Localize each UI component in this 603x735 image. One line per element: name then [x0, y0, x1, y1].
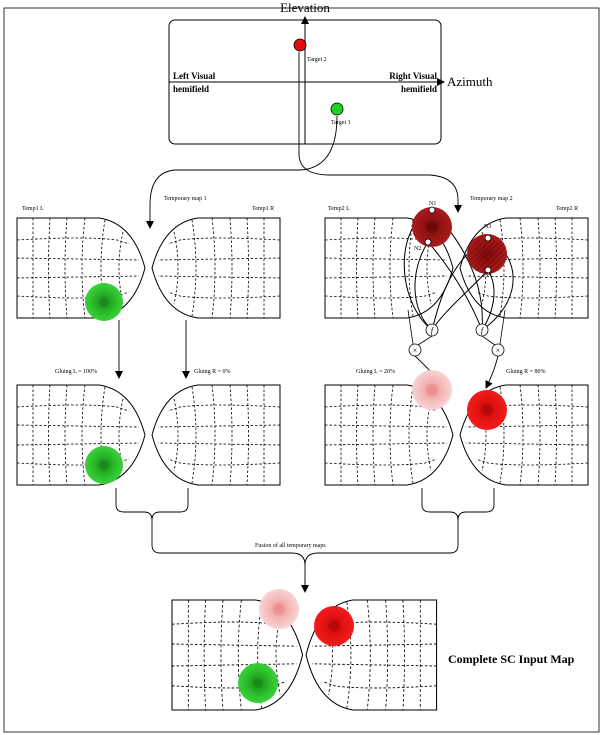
fusion-label: Fusion of all temporary maps — [255, 542, 326, 549]
glued2-pale-center — [426, 384, 438, 396]
right-hemifield-label-2: hemifield — [401, 84, 437, 94]
multiply-node-left-label: × — [413, 346, 418, 355]
temp1-left-map — [17, 218, 145, 318]
f-to-mult-right — [482, 336, 495, 345]
node-n1-label: N1 — [429, 201, 436, 207]
final-red-center — [328, 620, 340, 632]
target1-label: Target 1 — [331, 120, 351, 126]
fusion-brace — [116, 488, 494, 588]
temp2-dark-center-1 — [426, 221, 438, 233]
temp2-gluing-right: Gluing R = 80% — [506, 369, 546, 375]
multiply-node-right-label: × — [496, 346, 501, 355]
temp1-right-map — [152, 218, 280, 318]
temp1-gluing-right: Gluing R = 0% — [194, 369, 231, 375]
temp2-gluing-left: Gluing L = 20% — [356, 369, 395, 375]
left-hemifield-label-2: hemifield — [173, 84, 209, 94]
glued-map-1 — [17, 385, 280, 485]
glued1-right-map — [152, 385, 280, 485]
node-n4-label: N4 — [484, 272, 491, 278]
target1-dot — [331, 103, 343, 115]
glued1-green-center — [99, 460, 109, 470]
final-pale-center — [273, 603, 285, 615]
temp1-title: Temporary map 1 — [164, 196, 207, 202]
temporary-map-2: Temporary map 2 Temp2 L Temp2 R N1 N2 N3… — [325, 196, 588, 356]
temporary-map-1: Temporary map 1 Temp1 L Temp1 R — [17, 196, 280, 321]
node-n3 — [485, 235, 491, 241]
temp1-gluing-left: Gluing L = 100% — [55, 369, 97, 375]
glued-map-2 — [325, 370, 588, 485]
node-n1 — [429, 207, 435, 213]
final-sc-map — [172, 589, 437, 710]
target2-dot — [294, 39, 306, 51]
temp2-gluing-right-arrow — [486, 356, 498, 388]
temp2-title: Temporary map 2 — [470, 196, 513, 202]
glued1-left-map — [17, 385, 145, 485]
node-n3-label: N3 — [484, 224, 491, 230]
left-hemifield-label-1: Left Visual — [173, 71, 216, 81]
final-map-label: Complete SC Input Map — [448, 652, 575, 666]
azimuth-label: Azimuth — [447, 74, 493, 89]
visual-field-panel: Elevation Azimuth Left Visual hemifield … — [169, 0, 493, 144]
final-green-center — [253, 678, 263, 688]
f-to-mult-left — [418, 336, 432, 345]
elevation-label: Elevation — [280, 0, 330, 15]
temp1-left-label: Temp1 L — [22, 206, 44, 212]
temp1-right-label: Temp1 R — [252, 206, 274, 212]
right-hemifield-label-1: Right Visual — [389, 71, 437, 81]
temp2-right-label: Temp2 R — [556, 206, 578, 212]
target2-label: Target 2 — [307, 57, 327, 63]
node-n2 — [425, 239, 431, 245]
temp2-left-label: Temp2 L — [328, 206, 350, 212]
temp1-green-center — [99, 297, 109, 307]
node-n2-label: N2 — [414, 246, 421, 252]
glued2-red-center — [481, 404, 493, 416]
